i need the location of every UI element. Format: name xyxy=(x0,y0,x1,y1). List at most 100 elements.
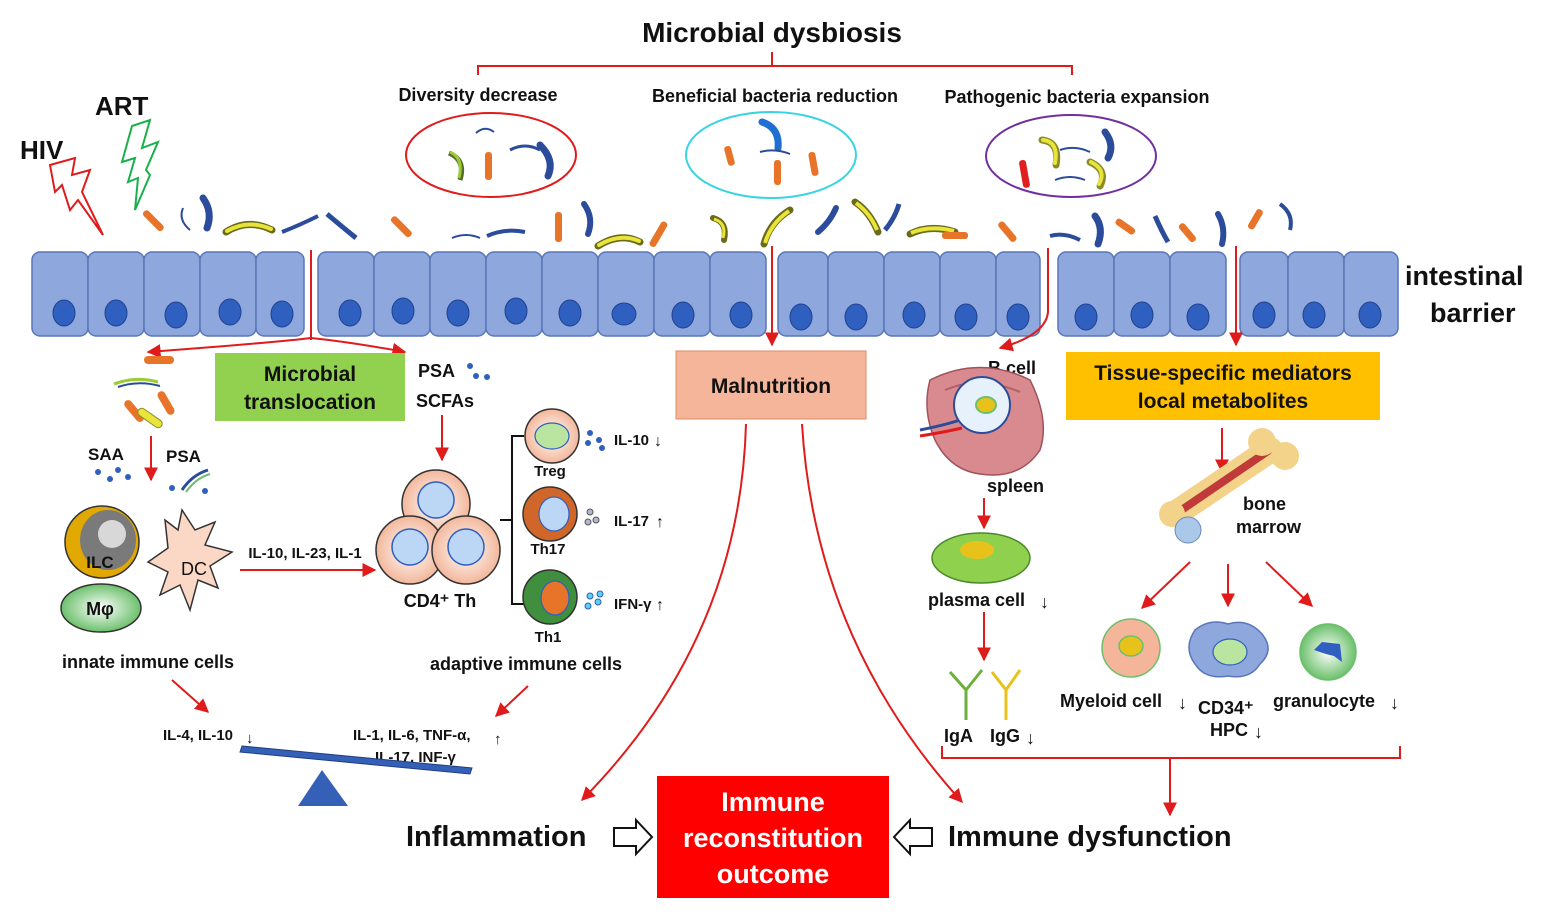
ilc-label: ILC xyxy=(86,553,113,572)
barrier-label-line1: intestinal xyxy=(1405,261,1524,291)
adaptive-label: adaptive immune cells xyxy=(430,654,622,674)
th-subset-bracket xyxy=(511,435,524,605)
translocation-line1: Microbial xyxy=(264,363,356,386)
il17-dots-icon xyxy=(584,508,600,526)
psa-top-label: PSA xyxy=(418,361,455,381)
plasma-label: plasma cell xyxy=(928,590,1025,610)
diversity-ellipse xyxy=(405,112,577,198)
th1-cell-icon xyxy=(522,569,578,625)
tissue-mediators-box xyxy=(1066,352,1380,420)
il17-label: IL-17 xyxy=(614,513,649,530)
mphi-label: Mφ xyxy=(86,599,114,619)
th17-cell-icon xyxy=(522,486,578,542)
outcome-line1: Immune xyxy=(721,787,825,817)
rod-bacterium-icon xyxy=(485,152,492,180)
saa-label: SAA xyxy=(88,445,124,464)
balance-scale-icon xyxy=(239,745,473,806)
barrier-arrows xyxy=(146,246,1243,359)
ifng-dots-icon xyxy=(584,590,604,610)
il10-down-icon: ↓ xyxy=(654,433,662,450)
translocation-box xyxy=(215,353,405,421)
malnutrition-label: Malnutrition xyxy=(711,375,831,398)
pathogenic-ellipse xyxy=(985,114,1157,198)
saa-dots-icon xyxy=(95,467,131,482)
arrow-left-icon xyxy=(892,817,933,857)
spiral-bacterium-icon xyxy=(475,127,495,134)
igg-label: IgG xyxy=(990,726,1020,746)
art-label: ART xyxy=(95,91,149,121)
ilc-cell-icon xyxy=(64,505,140,579)
hpc-label: HPC xyxy=(1210,720,1248,740)
cd34-label: CD34⁺ xyxy=(1198,698,1254,718)
granulocyte-down-icon: ↓ xyxy=(1390,693,1399,713)
ifng-up-icon: ↑ xyxy=(656,597,664,614)
bone-label-line1: bone xyxy=(1243,494,1286,514)
dc-label: DC xyxy=(181,559,207,579)
title: Microbial dysbiosis xyxy=(642,17,902,48)
psa-left-label: PSA xyxy=(166,447,201,466)
hiv-label: HIV xyxy=(20,135,64,165)
diversity-label: Diversity decrease xyxy=(398,85,557,105)
iga-label: IgA xyxy=(944,726,973,746)
dysfunction-bracket xyxy=(941,746,1401,759)
psa-dots-icon xyxy=(467,363,490,380)
dysbiosis-bracket xyxy=(477,65,1073,75)
bone-label-line2: marrow xyxy=(1236,517,1302,537)
dc-cytokines-label: IL-10, IL-23, IL-1 xyxy=(248,545,361,562)
arrow-right-icon xyxy=(613,817,654,857)
cd34-hpc-icon xyxy=(1188,621,1269,678)
proinflammatory-up-icon: ↑ xyxy=(494,731,502,748)
pathogenic-label: Pathogenic bacteria expansion xyxy=(944,87,1209,107)
dc-cell-icon xyxy=(146,508,234,613)
tissue-line1: Tissue-specific mediators xyxy=(1094,362,1352,385)
translocated-bacteria-icon xyxy=(113,356,175,429)
hiv-lightning-icon xyxy=(48,156,104,236)
macrophage-icon xyxy=(60,583,142,633)
beneficial-ellipse xyxy=(685,111,857,199)
innate-label: innate immune cells xyxy=(62,652,234,672)
inflammation-label: Inflammation xyxy=(406,821,586,853)
bacteria-layer xyxy=(142,194,1293,250)
spleen-icon xyxy=(919,366,1045,476)
spleen-label: spleen xyxy=(987,476,1044,496)
treg-label: Treg xyxy=(534,463,566,480)
granulocyte-icon xyxy=(1299,623,1357,681)
hpc-down-icon: ↓ xyxy=(1254,722,1263,742)
il10-dots-icon xyxy=(585,430,605,451)
plasma-down-icon: ↓ xyxy=(1040,592,1049,612)
scfas-label: SCFAs xyxy=(416,391,474,411)
il4-il10-label: IL-4, IL-10 xyxy=(163,727,233,744)
il17-up-icon: ↑ xyxy=(656,514,664,531)
il10-label: IL-10 xyxy=(614,432,649,449)
art-lightning-icon xyxy=(120,118,160,211)
myeloid-down-icon: ↓ xyxy=(1178,693,1187,713)
il4-il10-down-icon: ↓ xyxy=(246,730,254,747)
igg-antibody-icon xyxy=(990,669,1022,720)
outcome-line3: outcome xyxy=(717,859,830,889)
treg-cell-icon xyxy=(524,408,580,464)
ifng-label: IFN-γ xyxy=(614,596,652,613)
granulocyte-label: granulocyte xyxy=(1273,691,1375,711)
dysfunction-label: Immune dysfunction xyxy=(948,821,1232,853)
th17-label: Th17 xyxy=(530,541,565,558)
myeloid-label: Myeloid cell xyxy=(1060,691,1162,711)
barrier-label-line2: barrier xyxy=(1430,298,1516,328)
bone-marrow-icon xyxy=(1159,428,1299,544)
cd4-label: CD4⁺ Th xyxy=(404,591,477,611)
outcome-line2: reconstitution xyxy=(683,823,863,853)
translocation-line2: translocation xyxy=(244,391,376,414)
plasma-cell-icon xyxy=(931,532,1031,584)
malnutrition-box xyxy=(675,350,867,420)
myeloid-cell-icon xyxy=(1101,618,1161,678)
iga-antibody-icon xyxy=(948,669,984,720)
outcome-box xyxy=(657,776,889,898)
tissue-line2: local metabolites xyxy=(1138,390,1308,413)
proinflammatory-line1: IL-1, IL-6, TNF-α, xyxy=(353,727,471,744)
psa-left-icon xyxy=(169,468,211,494)
cd4-th-cluster-icon xyxy=(375,469,501,585)
igg-down-icon: ↓ xyxy=(1026,728,1035,748)
th1-label: Th1 xyxy=(535,629,562,646)
intestinal-epithelium xyxy=(31,251,1399,337)
